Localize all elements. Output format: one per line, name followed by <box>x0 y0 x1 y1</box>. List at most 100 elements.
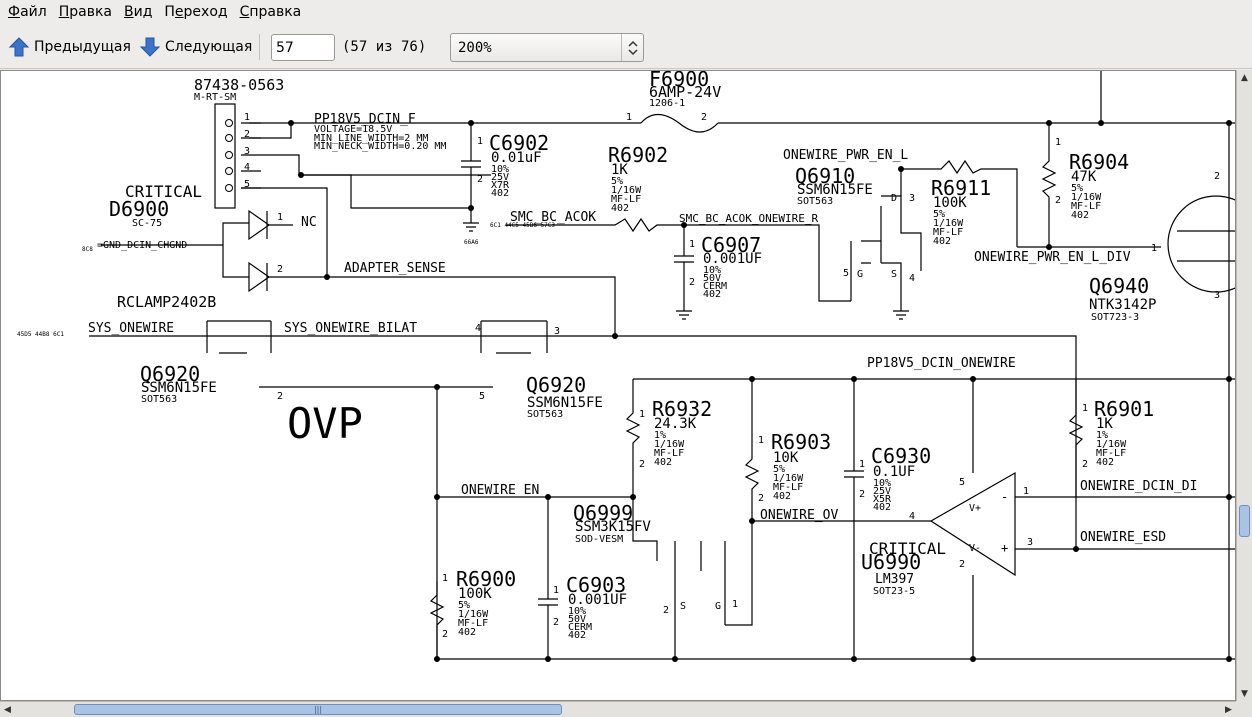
r6911-val-label: 100K <box>933 195 967 211</box>
gnd-dcin-label: =GND_DCIN_CHGND <box>97 240 187 251</box>
scrollbar-corner <box>1236 701 1252 717</box>
pin-number: 3 <box>554 326 560 337</box>
c6902-val-label: 0.01uF <box>491 150 542 166</box>
q6910-val-label: SSM6N15FE <box>797 182 873 198</box>
connector-pins <box>225 119 233 192</box>
menu-go-label: реход <box>183 4 228 20</box>
r6900-tol-label: 5% <box>458 600 470 611</box>
pin-number: 5 <box>843 268 849 279</box>
r6902-pkg-label: 402 <box>611 203 629 214</box>
r6904-w-label: 1/16W <box>1071 192 1102 203</box>
menu-view[interactable]: Вид <box>118 0 158 25</box>
scroll-up-icon[interactable]: ▲ <box>1241 72 1248 83</box>
zoom-select[interactable]: 200% <box>450 33 644 62</box>
document-viewport[interactable]: 87438-0563 M-RT-SM CRITICAL D6900 SC-75 … <box>0 70 1236 701</box>
toolbar-separator <box>259 34 260 60</box>
menu-file[interactable]: Файл <box>2 0 53 25</box>
r6900-val-label: 100K <box>458 586 492 602</box>
page-count-label: (57 из 76) <box>342 39 427 55</box>
page-number-input[interactable] <box>271 34 335 61</box>
onewire-pwr-en-l-div-label: ONEWIRE_PWR_EN_L_DIV <box>974 250 1131 265</box>
r6932-tol-label: 1% <box>654 430 666 441</box>
r6901-t-label: MF-LF <box>1096 448 1126 459</box>
r6904-label: R6904 <box>1069 150 1129 174</box>
r6903-val-label: 10K <box>773 450 799 466</box>
r6902-t-label: MF-LF <box>611 194 641 205</box>
pin-number: 5 <box>244 179 250 190</box>
pin-number: 4 <box>475 323 481 334</box>
c6930-d-label: X5R <box>873 494 892 505</box>
pin-number: 2 <box>277 391 283 402</box>
pin-number: 4 <box>909 511 915 522</box>
c6907-pkg-label: 402 <box>703 289 721 300</box>
f6900-label: F6900 <box>649 71 709 91</box>
pin-number: 2 <box>477 174 483 185</box>
pin-number: 1 <box>1023 486 1029 497</box>
menu-edit-label: равка <box>69 4 112 20</box>
onewire-en-label: ONEWIRE_EN <box>461 483 539 498</box>
pin-number: 2 <box>959 559 965 570</box>
c6930-label: C6930 <box>871 444 931 468</box>
pin-number: 2 <box>639 459 645 470</box>
c6930-val-label: 0.1UF <box>873 464 915 480</box>
r6911-w-label: 1/16W <box>933 218 964 229</box>
r6901-w-label: 1/16W <box>1096 439 1127 450</box>
q6910-pkg-label: SOT563 <box>797 196 833 207</box>
onewire-dcin-di-label: ONEWIRE_DCIN_DI <box>1080 479 1197 494</box>
r6900-label: R6900 <box>456 567 516 591</box>
r6902-val-label: 1K <box>611 162 628 178</box>
f6900-val-label: 6AMP-24V <box>649 83 721 101</box>
r6900-pkg-label: 402 <box>458 627 476 638</box>
scroll-down-icon[interactable]: ▼ <box>1241 688 1248 699</box>
onewire-esd-label: ONEWIRE_ESD <box>1080 530 1166 545</box>
pin-number: 1 <box>277 212 283 223</box>
horizontal-scroll-thumb[interactable]: ||| <box>74 704 562 715</box>
onewire-pwr-en-l-label: ONEWIRE_PWR_EN_L <box>783 148 908 163</box>
pin-number: 2 <box>277 264 283 275</box>
pin-number: 1 <box>639 409 645 420</box>
pin-number: 1 <box>1055 137 1061 148</box>
q6940-pkg-label: SOT723-3 <box>1091 312 1139 323</box>
q6920b-val-label: SSM6N15FE <box>527 395 603 411</box>
vertical-scrollbar[interactable]: ▲ ▼ <box>1236 70 1252 701</box>
pin-number: 2 <box>859 489 865 500</box>
r6901-val-label: 1K <box>1096 416 1113 432</box>
menu-help[interactable]: Справка <box>234 0 308 25</box>
r6932-label: R6932 <box>652 397 712 421</box>
adapter-sense-label: ADAPTER_SENSE <box>344 261 446 276</box>
r6904-t-label: MF-LF <box>1071 201 1101 212</box>
pin-number: 1 <box>553 585 559 596</box>
chevron-updown-icon <box>621 34 643 61</box>
r6932-t-label: MF-LF <box>654 448 684 459</box>
pp18v5-dcin-ow-label: PP18V5_DCIN_ONEWIRE <box>867 356 1016 371</box>
vertical-scroll-thumb[interactable] <box>1239 505 1250 537</box>
c6902-tol-label: 10% <box>491 164 509 175</box>
r6904-tol-label: 5% <box>1071 183 1083 194</box>
f6900-pkg-label: 1206-1 <box>649 98 685 109</box>
pin-number: 3 <box>244 146 250 157</box>
c6902-d-label: X7R <box>491 180 510 191</box>
pin-number: 1 <box>1151 243 1157 254</box>
scroll-right-icon[interactable]: ▶ <box>1225 704 1232 715</box>
pin-number: 1 <box>477 136 483 147</box>
zoom-value: 200% <box>458 40 492 56</box>
menu-go[interactable]: Переход <box>158 0 233 25</box>
scroll-left-icon[interactable]: ◀ <box>4 704 11 715</box>
menu-bar: Файл Правка Вид Переход Справка <box>0 0 1252 25</box>
c6903-val-label: 0.001UF <box>568 592 627 608</box>
q6940-label: Q6940 <box>1089 274 1149 298</box>
next-page-button[interactable]: Следующая <box>139 33 252 61</box>
sys-onewire-ref-label: 45D5 44B8 6C1 <box>17 331 64 338</box>
pin-number: 1 <box>689 239 695 250</box>
c6903-tol-label: 10% <box>568 606 586 617</box>
pin-number: 4 <box>244 162 250 173</box>
d6900-label: D6900 <box>109 197 169 221</box>
pin-number: 2 <box>244 129 250 140</box>
voltage-label: VOLTAGE=18.5V <box>314 124 392 135</box>
horizontal-scrollbar[interactable]: ◀ ||| ▶ <box>0 701 1236 717</box>
menu-edit[interactable]: Правка <box>53 0 118 25</box>
menu-help-hotkey: С <box>239 4 250 20</box>
previous-page-button[interactable]: Предыдущая <box>8 33 131 61</box>
pin-number: 4 <box>909 273 915 284</box>
q6920a-label: Q6920 <box>140 362 200 386</box>
